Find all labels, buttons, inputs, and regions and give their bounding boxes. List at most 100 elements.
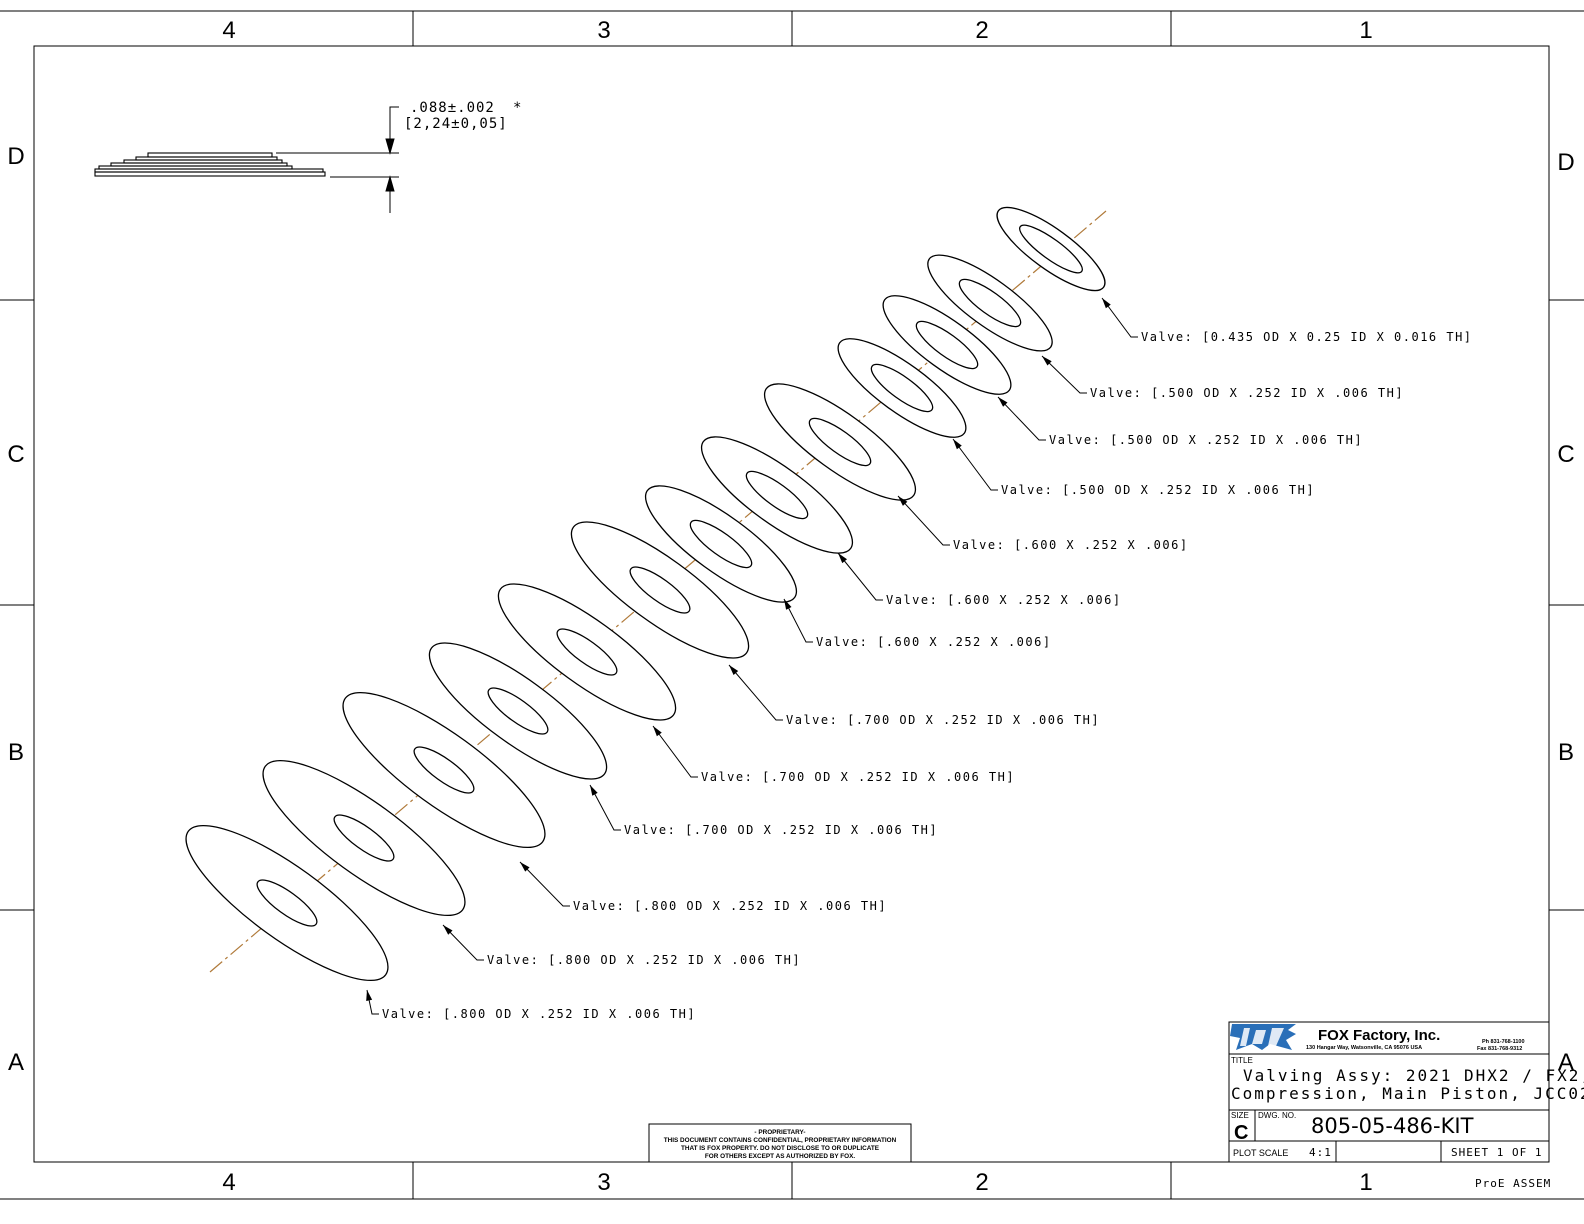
plot-scale-value: 4:1 (1309, 1146, 1332, 1159)
callout-arrow-10 (590, 785, 598, 796)
callout-1: Valve: [0.435 OD X 0.25 ID X 0.016 TH] (1101, 297, 1473, 344)
callout-leader-4 (952, 438, 998, 491)
callout-leader-3 (997, 396, 1046, 441)
zone-col-top-1: 1 (1359, 17, 1372, 44)
dwg-no-value: 805-05-486-KIT (1311, 1114, 1474, 1138)
footer-note: ProE ASSEM (1475, 1177, 1551, 1190)
callout-leader-6 (837, 552, 883, 601)
zone-col-top-3: 3 (597, 17, 610, 44)
callout-3: Valve: [.500 OD X .252 ID X .006 TH] (997, 396, 1363, 447)
callout-arrow-1 (1102, 298, 1111, 309)
callout-arrow-3 (998, 397, 1008, 407)
callout-arrow-13 (366, 990, 373, 1001)
shim-bore-6 (745, 470, 809, 520)
callout-label-1: Valve: [0.435 OD X 0.25 ID X 0.016 TH] (1141, 330, 1473, 344)
shim-outer-3 (882, 295, 1012, 395)
dimension-note: * (513, 100, 522, 116)
shim-bore-8 (629, 566, 691, 614)
zone-row-left-c: C (7, 441, 24, 468)
callout-leader-2 (1041, 355, 1087, 394)
shim-washer-11 (342, 691, 546, 849)
size-label: SIZE (1231, 1111, 1249, 1120)
zone-col-top-2: 2 (975, 17, 988, 44)
shim-outer-5 (763, 383, 917, 501)
shim-washer-9 (497, 583, 677, 721)
callout-arrow-6 (838, 553, 848, 564)
callout-leader-8 (728, 664, 783, 721)
callout-arrow-7 (784, 599, 792, 610)
callout-label-10: Valve: [.700 OD X .252 ID X .006 TH] (624, 823, 938, 837)
callout-5: Valve: [.600 X .252 X .006] (897, 495, 1187, 552)
callout-9: Valve: [.700 OD X .252 ID X .006 TH] (652, 725, 1015, 784)
shim-outer-10 (428, 642, 608, 780)
company-address: 130 Hangar Way, Watsonville, CA 95076 US… (1306, 1045, 1422, 1051)
company-fax: Fax 831-768-9312 (1477, 1046, 1522, 1052)
callout-group: Valve: [0.435 OD X 0.25 ID X 0.016 TH] Va… (366, 297, 1473, 1021)
zone-col-bottom-2: 2 (975, 1169, 988, 1196)
proprietary-line-3: THAT IS FOX PROPERTY. DO NOT DISCLOSE TO… (681, 1145, 880, 1152)
shim-bore-12 (333, 814, 395, 862)
shim-bore-3 (915, 320, 979, 370)
zone-row-right-d: D (1557, 149, 1574, 176)
callout-label-3: Valve: [.500 OD X .252 ID X .006 TH] (1049, 433, 1363, 447)
proprietary-line-2: THIS DOCUMENT CONTAINS CONFIDENTIAL, PRO… (664, 1137, 897, 1144)
callout-arrow-11 (520, 862, 530, 872)
callout-leader-12 (442, 924, 484, 961)
shim-washer-7 (644, 485, 798, 603)
zone-col-bottom-1: 1 (1359, 1169, 1372, 1196)
shim-bore-13 (256, 879, 318, 927)
company-phone: Ph 831-768-1100 (1482, 1039, 1525, 1045)
title-line-2: Compression, Main Piston, JCC020 (1231, 1084, 1584, 1103)
shim-washer-8 (570, 521, 750, 659)
zone-row-left-b: B (8, 739, 24, 766)
shim-bore-5 (808, 417, 872, 467)
zone-row-right-c: C (1557, 441, 1574, 468)
callout-7: Valve: [.600 X .252 X .006] (783, 598, 1050, 649)
shim-bore-1 (1019, 224, 1083, 274)
zone-row-right-b: B (1558, 739, 1574, 766)
callout-12: Valve: [.800 OD X .252 ID X .006 TH] (442, 924, 800, 967)
dimension-mm: [2,24±0,05] (404, 116, 508, 132)
shim-outer-4 (837, 338, 967, 438)
fox-logo (1230, 1024, 1296, 1050)
callout-6: Valve: [.600 X .252 X .006] (837, 552, 1120, 607)
shim-washer-4 (837, 338, 967, 438)
callout-8: Valve: [.700 OD X .252 ID X .006 TH] (728, 664, 1100, 727)
callout-label-9: Valve: [.700 OD X .252 ID X .006 TH] (701, 770, 1015, 784)
shim-outer-11 (342, 691, 546, 849)
shim-outer-9 (497, 583, 677, 721)
shim-bore-7 (689, 519, 753, 569)
shim-bore-10 (487, 687, 549, 735)
zone-labels: 4 3 2 1 4 3 2 1 D C B A D C B A (7, 17, 1574, 1196)
dimension-thickness (276, 106, 399, 213)
callout-2: Valve: [.500 OD X .252 ID X .006 TH] (1041, 355, 1404, 400)
callout-10: Valve: [.700 OD X .252 ID X .006 TH] (589, 784, 938, 837)
zone-row-left-d: D (7, 143, 24, 170)
shim-bore-11 (413, 746, 475, 794)
plot-scale-label: PLOT SCALE (1233, 1148, 1288, 1158)
shim-washer-13 (185, 824, 389, 982)
callout-11: Valve: [.800 OD X .252 ID X .006 TH] (519, 861, 886, 913)
shim-outer-2 (927, 254, 1053, 352)
callout-arrow-8 (729, 665, 739, 676)
callout-arrow-4 (953, 439, 962, 450)
callout-leader-5 (897, 495, 950, 546)
dwg-no-label: DWG. NO. (1258, 1111, 1296, 1120)
stack-side-view (94, 152, 326, 177)
title-block: FOX Factory, Inc. 130 Hangar Way, Watson… (1228, 1021, 1584, 1163)
shim-washer-5 (763, 383, 917, 501)
sheet-border (0, 10, 1584, 1200)
callout-label-8: Valve: [.700 OD X .252 ID X .006 TH] (786, 713, 1100, 727)
shim-bore-4 (870, 363, 934, 413)
zone-col-bottom-3: 3 (597, 1169, 610, 1196)
callout-label-2: Valve: [.500 OD X .252 ID X .006 TH] (1090, 386, 1404, 400)
callout-leader-11 (519, 861, 570, 907)
shim-washer-6 (700, 436, 854, 554)
callout-leader-1 (1101, 297, 1138, 338)
callout-13: Valve: [.800 OD X .252 ID X .006 TH] (366, 989, 695, 1021)
callout-arrow-2 (1042, 356, 1052, 366)
zone-col-bottom-4: 4 (222, 1169, 235, 1196)
shim-outer-13 (185, 824, 389, 982)
shim-bore-2 (958, 278, 1022, 328)
